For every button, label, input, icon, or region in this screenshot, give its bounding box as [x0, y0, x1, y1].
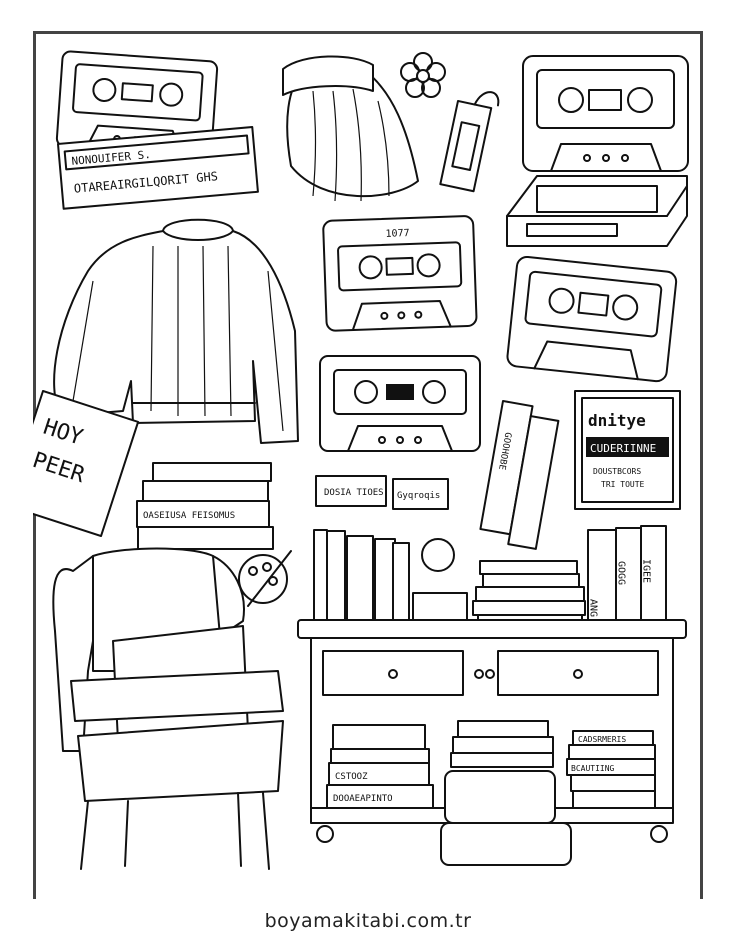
shelf-book-right2: IGEE [641, 559, 652, 583]
plant-icon [412, 538, 468, 622]
poster-icon: dnitye CUDERIINNE DOUSTBCORS TRI TOUTE [574, 390, 681, 510]
under-stack-c1: CADSRMERIS [578, 735, 626, 744]
book-stack-icon [472, 560, 586, 628]
cassette-icon [55, 50, 219, 158]
poster-line2: TRI TOUTE [601, 480, 645, 489]
poster-title: dnitye [588, 411, 646, 430]
shelf-book-right: GOGG [616, 561, 627, 585]
small-card-left: DOSIA TIOES [324, 488, 384, 498]
paper-sheet: HOY PEER [33, 390, 140, 538]
small-card-right: Gyqroqis [397, 491, 440, 501]
under-shelf-books: CSTOOZ DOOAEAPINTO CADSRMERIS BCAUTIING [326, 720, 656, 809]
coloring-illustration: NONOUIFER S. OTAREAIRGILQORIT GHS [33, 50, 689, 870]
magazine-icon: GOOHOBE [479, 400, 560, 550]
cassette-icon [506, 255, 678, 383]
under-stack-a: CSTOOZ [335, 772, 368, 782]
poster-line1: DOUSTBCORS [593, 467, 641, 476]
cassette-label: 1077 [385, 228, 409, 240]
footer-site-url[interactable]: boyamakitabi.com.tr [264, 910, 472, 932]
flower-icon [400, 52, 446, 98]
beanie-icon [282, 55, 419, 202]
cassette-icon: 1077 [322, 215, 478, 332]
tag-icon [439, 91, 500, 193]
small-card: DOSIA TIOES Gyqroqis [315, 475, 449, 510]
under-stack-c2: BCAUTIING [571, 764, 615, 773]
under-stack-b: DOOAEAPINTO [333, 794, 393, 804]
shelf-books: ANG GOGG IGEE [587, 525, 667, 621]
book-stack-icon: OASEIUSA FEISOMUS [136, 462, 274, 550]
cassette-icon [522, 55, 689, 172]
knitted-basket-icon [440, 770, 572, 866]
book-stack-label: OASEIUSA FEISOMUS [143, 511, 235, 521]
cassette-icon [319, 355, 481, 452]
palette-icon [238, 550, 292, 607]
tape-card: NONOUIFER S. OTAREAIRGILQORIT GHS [57, 126, 259, 210]
shelf-book-left: ANG [588, 599, 599, 617]
shelf-books [313, 529, 410, 621]
armchair-icon [52, 547, 284, 870]
poster-subtitle: CUDERIINNE [590, 442, 656, 455]
vhs-tape-icon [506, 175, 688, 247]
